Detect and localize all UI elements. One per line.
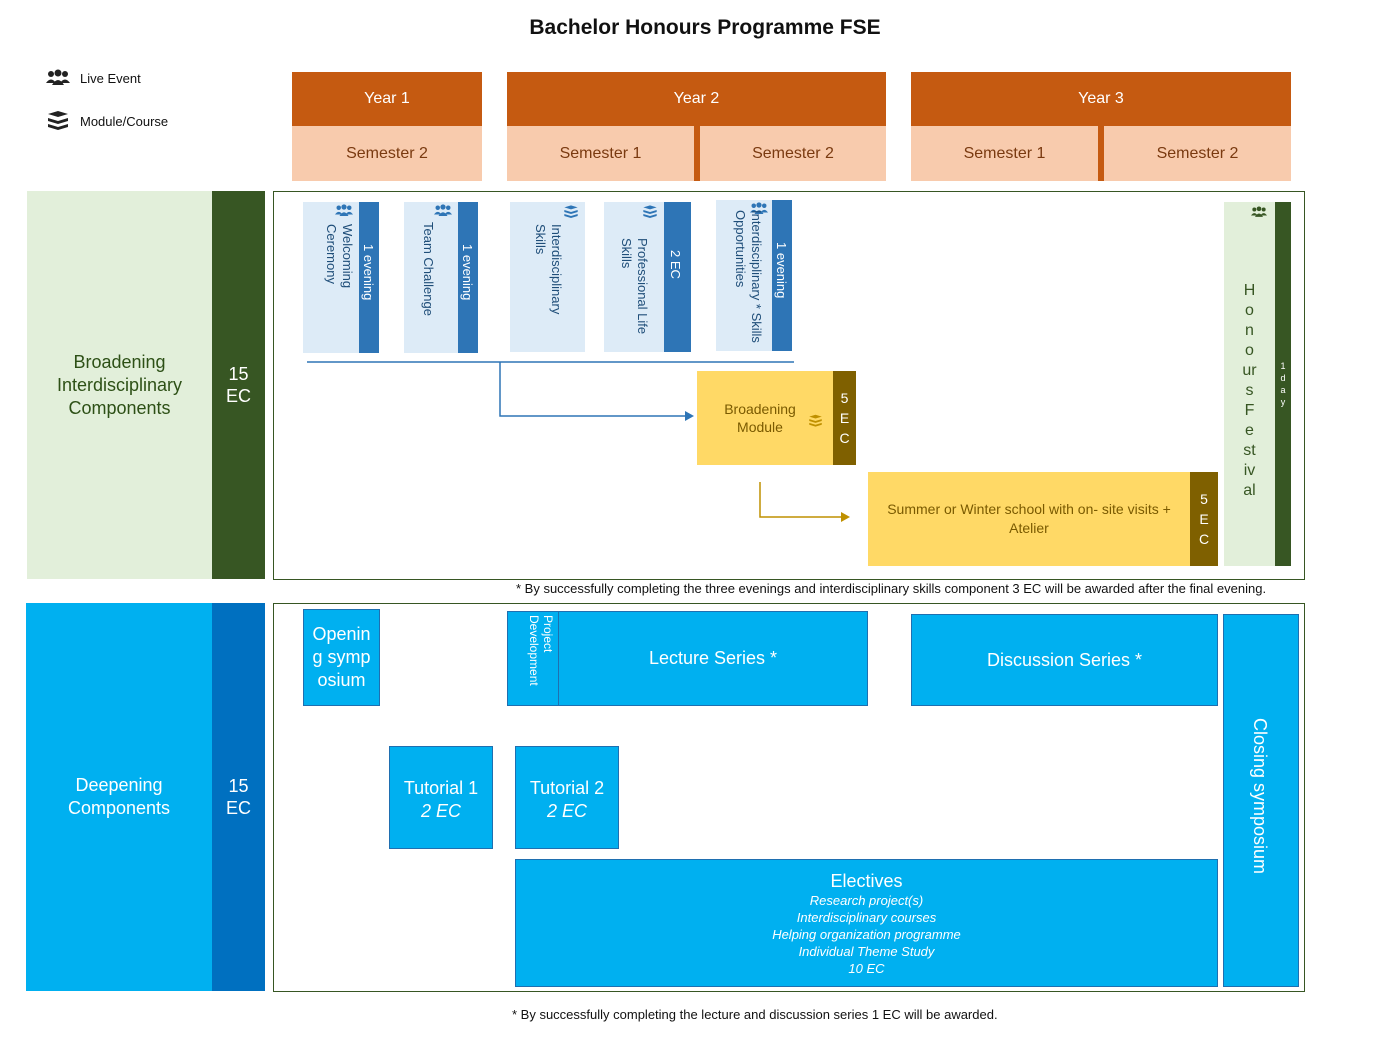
people-icon [1251,206,1267,217]
tutorial-2-ec: 2 EC [546,801,588,821]
arrow-head [841,512,850,522]
broadening-module-ec: 5 EC [833,371,856,465]
honours-festival-duration: 1 day [1275,202,1291,566]
lecture-series: Lecture Series * [558,611,868,706]
connector-line [759,482,842,518]
card-title: Team Challenge [421,222,436,316]
electives-item: Helping organization programme [772,927,961,942]
deepening-footnote: * By successfully completing the lecture… [512,1007,998,1022]
deepening-label: Deepening Components [26,603,212,991]
electives-item: Research project(s) [809,893,924,908]
card-strip [772,200,792,351]
tutorial-2: Tutorial 2 2 EC [515,746,619,849]
books-icon [808,414,823,428]
page-title: Bachelor Honours Programme FSE [529,16,881,39]
semester-divider [694,126,700,181]
card-professional-life-skills [604,202,664,352]
honours-festival: Honours Festival [1224,202,1275,566]
electives-ec: 10 EC [848,961,885,976]
opening-symposium: Opening symposium [303,609,380,706]
broadening-label: Broadening Interdisciplinary Components [27,191,212,579]
closing-symposium-label: Closing symposium [1250,718,1270,875]
books-icon [563,204,579,220]
legend-live-event: Live Event [46,69,141,87]
people-icon [434,204,452,216]
electives-title: Electives [830,871,903,891]
deepening-ec: 15 EC [212,603,265,991]
card-strip-label: 1 evening [361,244,376,301]
card-team-challenge [404,202,458,353]
card-interdisciplinary-skills [510,202,585,352]
year-3-header: Year 3 [911,72,1291,126]
legend-live-label: Live Event [80,70,141,86]
project-development-label: Project Development [527,615,555,686]
tutorial-1-title: Tutorial 1 [403,778,479,798]
year-3-semester-2: Semester 2 [1104,126,1291,181]
summer-winter-school: Summer or Winter school with on- site vi… [868,472,1190,566]
year-2-semester-2: Semester 2 [700,126,886,181]
books-icon [642,204,658,220]
card-title: Interdisciplinary Skills [533,224,564,315]
broadening-module: Broadening Module [697,371,833,465]
card-strip-label: 1 evening [774,242,789,299]
electives-item: Interdisciplinary courses [796,910,937,925]
tutorial-2-title: Tutorial 2 [529,778,605,798]
arrow-head [685,411,694,421]
card-title: Interdisciplinary * Skills Opportunities [733,210,764,343]
people-icon [750,202,768,214]
year-2-header: Year 2 [507,72,886,126]
legend-module: Module/Course [46,110,168,132]
broadening-ec: 15 EC [212,191,265,579]
electives-item: Individual Theme Study [798,944,935,959]
people-icon [46,69,70,87]
tutorial-1: Tutorial 1 2 EC [389,746,493,849]
legend-module-label: Module/Course [80,113,169,129]
summer-school-ec: 5 EC [1190,472,1218,566]
people-icon [335,204,353,216]
card-strip [359,202,379,353]
closing-symposium [1223,614,1299,987]
discussion-series: Discussion Series * [911,614,1218,706]
card-strip [458,202,478,353]
tutorial-1-ec: 2 EC [420,801,462,821]
year-3-semester-1: Semester 1 [911,126,1098,181]
card-strip-label: 2 EC [668,250,683,279]
year-1-semester-2: Semester 2 [292,126,482,181]
card-strip [664,202,691,352]
semester-divider [1098,126,1104,181]
year-1-header: Year 1 [292,72,482,126]
connector-line [499,362,686,417]
books-icon [46,110,70,132]
card-title: Professional Life Skills [619,238,650,335]
card-strip-label: 1 evening [460,244,475,301]
card-title: Welcoming Ceremony [324,224,355,289]
year-2-semester-1: Semester 1 [507,126,694,181]
card-welcoming-ceremony [303,202,359,353]
card-skills-opportunities [716,200,772,351]
broadening-footnote: * By successfully completing the three e… [516,581,1267,596]
electives: Electives Research project(s) Interdisci… [515,859,1218,987]
